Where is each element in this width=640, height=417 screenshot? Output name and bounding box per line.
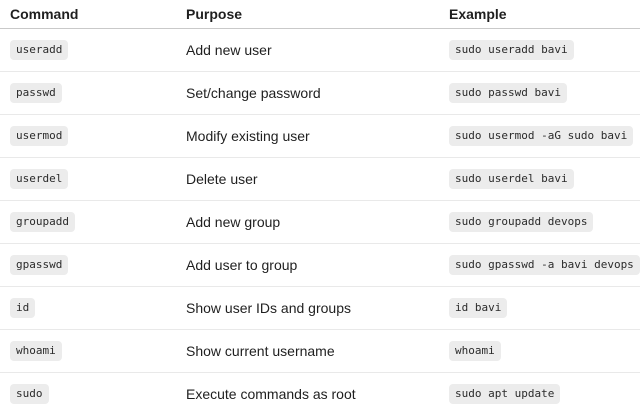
command-cell: useradd	[0, 28, 176, 72]
purpose-text: Add new group	[186, 214, 281, 230]
table-row: usermod Modify existing user sudo usermo…	[0, 114, 640, 158]
purpose-text: Add new user	[186, 42, 272, 58]
command-cell: userdel	[0, 157, 176, 201]
example-cell: sudo gpasswd -a bavi devops	[439, 243, 640, 287]
purpose-cell: Add new user	[176, 28, 439, 72]
command-cell: gpasswd	[0, 243, 176, 287]
command-code: useradd	[10, 39, 69, 61]
purpose-text: Execute commands as root	[186, 386, 356, 402]
table-row: passwd Set/change password sudo passwd b…	[0, 71, 640, 115]
table-row: id Show user IDs and groups id bavi	[0, 286, 640, 330]
column-header-command: Command	[0, 0, 176, 29]
command-code: whoami	[10, 340, 62, 362]
command-code: passwd	[10, 82, 62, 104]
example-code: sudo useradd bavi	[449, 39, 574, 61]
example-cell: sudo useradd bavi	[439, 28, 640, 72]
purpose-cell: Add new group	[176, 200, 439, 244]
command-cell: whoami	[0, 329, 176, 373]
example-code: sudo passwd bavi	[449, 82, 567, 104]
table-row: sudo Execute commands as root sudo apt u…	[0, 373, 640, 416]
command-cell: sudo	[0, 373, 176, 416]
command-code: userdel	[10, 168, 69, 190]
example-cell: whoami	[439, 329, 640, 373]
purpose-cell: Modify existing user	[176, 114, 439, 158]
command-code: sudo	[10, 383, 49, 405]
command-code: usermod	[10, 125, 69, 147]
example-cell: sudo apt update	[439, 373, 640, 416]
command-cell: id	[0, 286, 176, 330]
purpose-cell: Set/change password	[176, 71, 439, 115]
column-header-purpose: Purpose	[176, 0, 439, 29]
table-body: useradd Add new user sudo useradd bavi p…	[0, 28, 640, 416]
example-cell: sudo userdel bavi	[439, 157, 640, 201]
purpose-text: Show current username	[186, 343, 335, 359]
example-code: sudo usermod -aG sudo bavi	[449, 125, 634, 147]
purpose-cell: Delete user	[176, 157, 439, 201]
table-row: whoami Show current username whoami	[0, 329, 640, 373]
table-header: Command Purpose Example	[0, 0, 640, 29]
example-cell: sudo passwd bavi	[439, 71, 640, 115]
purpose-text: Add user to group	[186, 257, 298, 273]
purpose-text: Set/change password	[186, 85, 321, 101]
purpose-text: Delete user	[186, 171, 258, 187]
command-cell: passwd	[0, 71, 176, 115]
purpose-cell: Add user to group	[176, 243, 439, 287]
table-row: gpasswd Add user to group sudo gpasswd -…	[0, 243, 640, 287]
header-row: Command Purpose Example	[0, 0, 640, 29]
example-code: id bavi	[449, 297, 508, 319]
command-code: gpasswd	[10, 254, 69, 276]
purpose-cell: Show current username	[176, 329, 439, 373]
example-code: sudo gpasswd -a bavi devops	[449, 254, 640, 276]
command-code: groupadd	[10, 211, 75, 233]
table-row: userdel Delete user sudo userdel bavi	[0, 157, 640, 201]
column-header-example: Example	[439, 0, 640, 29]
purpose-text: Show user IDs and groups	[186, 300, 351, 316]
command-cell: usermod	[0, 114, 176, 158]
purpose-text: Modify existing user	[186, 128, 310, 144]
example-cell: sudo usermod -aG sudo bavi	[439, 114, 640, 158]
example-cell: id bavi	[439, 286, 640, 330]
table-row: useradd Add new user sudo useradd bavi	[0, 28, 640, 72]
purpose-cell: Execute commands as root	[176, 373, 439, 416]
command-code: id	[10, 297, 36, 319]
example-code: sudo userdel bavi	[449, 168, 574, 190]
purpose-cell: Show user IDs and groups	[176, 286, 439, 330]
command-cell: groupadd	[0, 200, 176, 244]
example-code: whoami	[449, 340, 501, 362]
example-cell: sudo groupadd devops	[439, 200, 640, 244]
example-code: sudo apt update	[449, 383, 561, 405]
example-code: sudo groupadd devops	[449, 211, 594, 233]
table-row: groupadd Add new group sudo groupadd dev…	[0, 200, 640, 244]
